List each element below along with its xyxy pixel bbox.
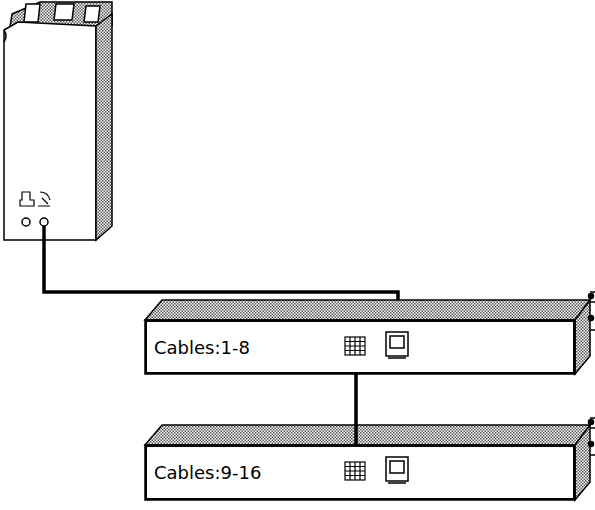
rack-unit-face: Cables:9-16 [145, 445, 575, 500]
device-illustration [4, 2, 112, 240]
rack-unit-illustration [145, 292, 595, 374]
rack-unit-face: Cables:1-8 [145, 320, 575, 374]
unit-label: Cables:9-16 [152, 462, 263, 483]
rack-unit-illustration [145, 418, 595, 500]
cable-connector [354, 374, 358, 445]
computer-icon [386, 457, 408, 483]
port-grid-icon [345, 462, 365, 480]
port-grid-icon [345, 337, 365, 355]
computer-icon [386, 332, 408, 358]
unit-label: Cables:1-8 [152, 337, 252, 358]
